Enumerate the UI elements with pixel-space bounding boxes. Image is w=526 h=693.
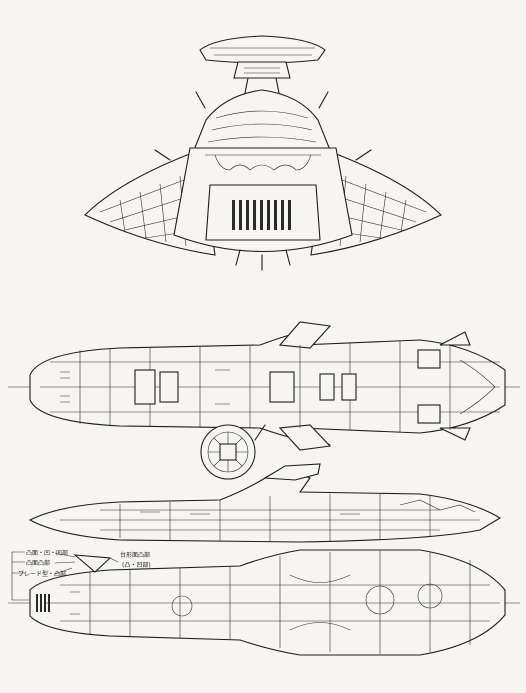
side-view-drawing bbox=[28, 463, 502, 543]
top-view-drawing bbox=[8, 321, 520, 451]
annotation-note-4: 台形面凸部 bbox=[120, 552, 151, 559]
annotation-leaders bbox=[11, 551, 119, 601]
front-view-drawing bbox=[84, 35, 442, 271]
disc-detail-drawing bbox=[200, 424, 266, 480]
front-vents bbox=[232, 200, 291, 230]
bottom-view-drawing bbox=[8, 549, 520, 656]
annotation-note-1: 凸面・凹・凹部 bbox=[26, 550, 69, 557]
annotation-note-2: 凸面凸部 bbox=[26, 560, 51, 567]
annotation-note-5: (凸・凹部) bbox=[122, 562, 151, 569]
bottom-vents bbox=[36, 594, 50, 612]
annotation-note-3: ブレード型・凸部 bbox=[18, 571, 67, 578]
